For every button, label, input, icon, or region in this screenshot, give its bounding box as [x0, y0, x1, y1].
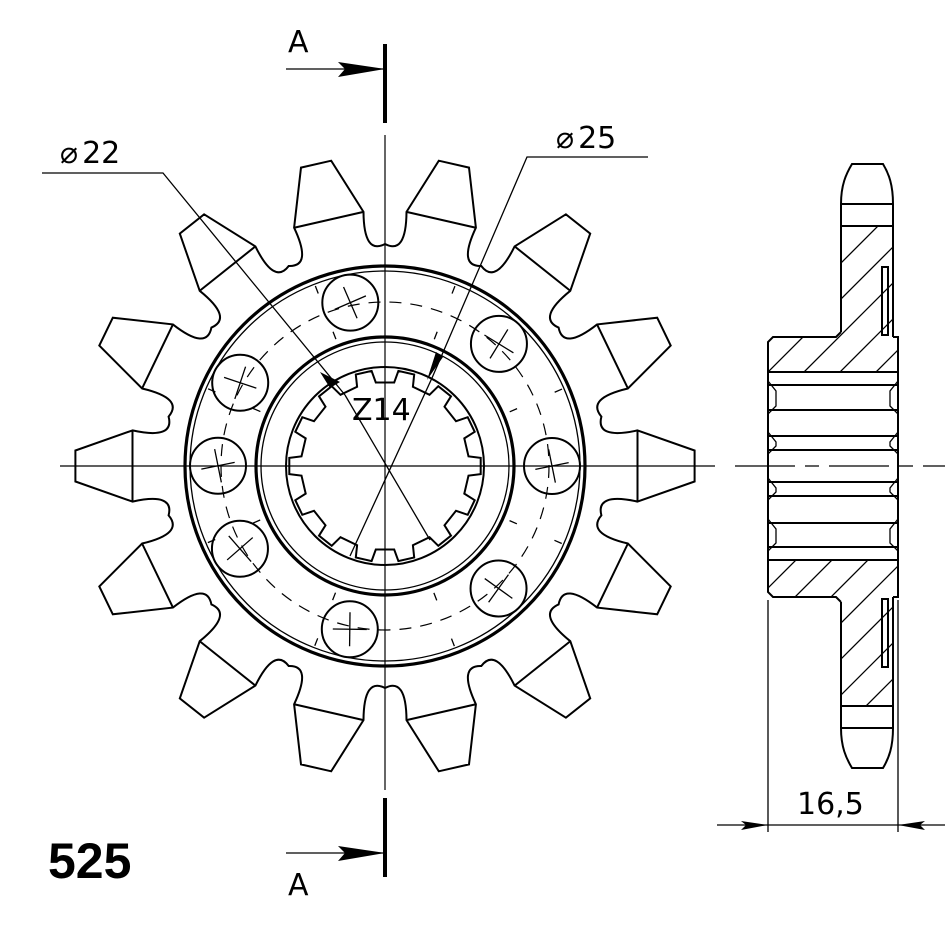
spline-label: Z14 [352, 393, 411, 428]
chain-size-label: 525 [48, 833, 131, 889]
sprocket-teeth-outline [74, 159, 696, 773]
radial-ticks [207, 285, 563, 647]
spline-bore [288, 369, 482, 563]
width-dimension-label: 16,5 [797, 787, 864, 822]
dimension-phi25: ⌀25 [349, 121, 648, 557]
bolt-holes [189, 273, 581, 659]
svg-text:A: A [288, 868, 309, 903]
phi22-label: ⌀22 [60, 136, 120, 171]
hub-rings [183, 264, 587, 668]
dimension-phi22: ⌀22 [42, 136, 431, 541]
section-marker-top: A [286, 25, 387, 123]
svg-text:A: A [288, 25, 309, 60]
center-lines [60, 135, 945, 790]
section-marker-bottom: A [286, 798, 387, 903]
phi25-label: ⌀25 [556, 121, 616, 156]
